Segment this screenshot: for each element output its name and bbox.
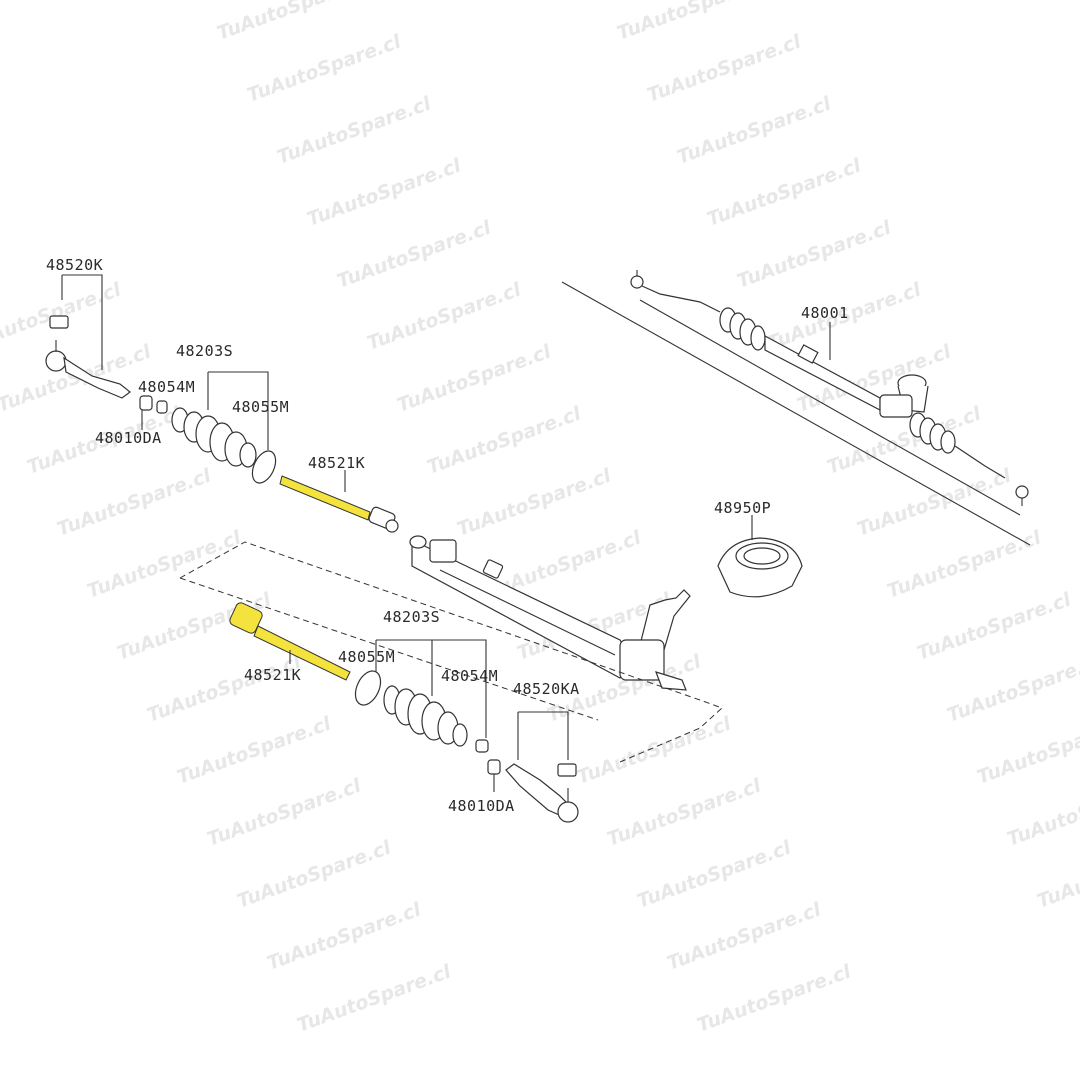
label-nut-right: 48010DA	[448, 797, 515, 815]
watermark-text: TuAutoSpare.cl	[944, 651, 1080, 727]
clamp-small-right	[475, 739, 501, 792]
boot-left	[171, 371, 269, 468]
watermark-text: TuAutoSpare.cl	[614, 0, 774, 45]
watermark-text: TuAutoSpare.cl	[644, 31, 804, 107]
watermark-text: TuAutoSpare.cl	[1004, 775, 1080, 851]
label-tie-rod-end-left: 48520K	[46, 256, 103, 274]
watermark-text: TuAutoSpare.cl	[694, 961, 854, 1037]
watermark-text: TuAutoSpare.cl	[604, 775, 764, 851]
inner-socket-upper	[279, 470, 399, 533]
watermark-text: TuAutoSpare.cl	[234, 837, 394, 913]
label-gear-assembly: 48001	[801, 304, 849, 322]
label-inner-socket-upper: 48521K	[308, 454, 365, 472]
grommet	[717, 515, 803, 598]
watermark-text: TuAutoSpare.cl	[54, 465, 214, 541]
tie-rod-end-left	[45, 274, 131, 399]
watermark-text: TuAutoSpare.cl	[634, 837, 794, 913]
watermark-text: TuAutoSpare.cl	[204, 775, 364, 851]
rack-housing	[409, 535, 691, 691]
watermark-text: TuAutoSpare.cl	[304, 155, 464, 231]
watermark-text: TuAutoSpare.cl	[854, 465, 1014, 541]
label-clamp-large-left: 48055M	[232, 398, 289, 416]
watermark-text: TuAutoSpare.cl	[274, 93, 434, 169]
watermark-text: TuAutoSpare.cl	[394, 341, 554, 417]
watermark-text: TuAutoSpare.cl	[364, 279, 524, 355]
watermark-text: TuAutoSpare.cl	[144, 651, 304, 727]
clamp-large-right	[354, 640, 382, 706]
watermark-text: TuAutoSpare.cl	[424, 403, 584, 479]
tie-rod-end-right	[505, 711, 579, 823]
label-grommet: 48950P	[714, 499, 771, 517]
label-clamp-small-right: 48054M	[441, 667, 498, 685]
watermark-text: TuAutoSpare.cl	[674, 93, 834, 169]
label-tie-rod-end-right: 48520KA	[513, 680, 580, 698]
clamp-large-left	[251, 450, 277, 484]
watermark-text: TuAutoSpare.cl	[214, 0, 374, 45]
label-inner-socket-lower: 48521K	[244, 666, 301, 684]
phantom-box	[179, 541, 723, 763]
watermark-text: TuAutoSpare.cl	[1034, 837, 1080, 913]
inner-socket-lower	[229, 602, 351, 681]
watermark-text: TuAutoSpare.cl	[734, 217, 894, 293]
watermark-text: TuAutoSpare.cl	[0, 341, 154, 417]
label-nut-left: 48010DA	[95, 429, 162, 447]
label-boot-right: 48203S	[383, 608, 440, 626]
watermark-text: TuAutoSpare.cl	[574, 713, 734, 789]
clamp-small-left	[139, 395, 168, 430]
watermark-text: TuAutoSpare.cl	[974, 713, 1080, 789]
watermark-text: TuAutoSpare.cl	[914, 589, 1074, 665]
watermark-text: TuAutoSpare.cl	[334, 217, 494, 293]
watermark-text: TuAutoSpare.cl	[664, 899, 824, 975]
watermark-text: TuAutoSpare.cl	[704, 155, 864, 231]
watermark-text: TuAutoSpare.cl	[294, 961, 454, 1037]
steering-gear-assembly	[561, 270, 1031, 546]
boot-right	[376, 639, 487, 747]
watermark-text: TuAutoSpare.cl	[174, 713, 334, 789]
watermark-text: TuAutoSpare.cl	[244, 31, 404, 107]
watermark-text: TuAutoSpare.cl	[454, 465, 614, 541]
watermark-text: TuAutoSpare.cl	[884, 527, 1044, 603]
label-clamp-large-right: 48055M	[338, 648, 395, 666]
watermark-text: TuAutoSpare.cl	[264, 899, 424, 975]
label-clamp-small-left: 48054M	[138, 378, 195, 396]
label-boot-left: 48203S	[176, 342, 233, 360]
